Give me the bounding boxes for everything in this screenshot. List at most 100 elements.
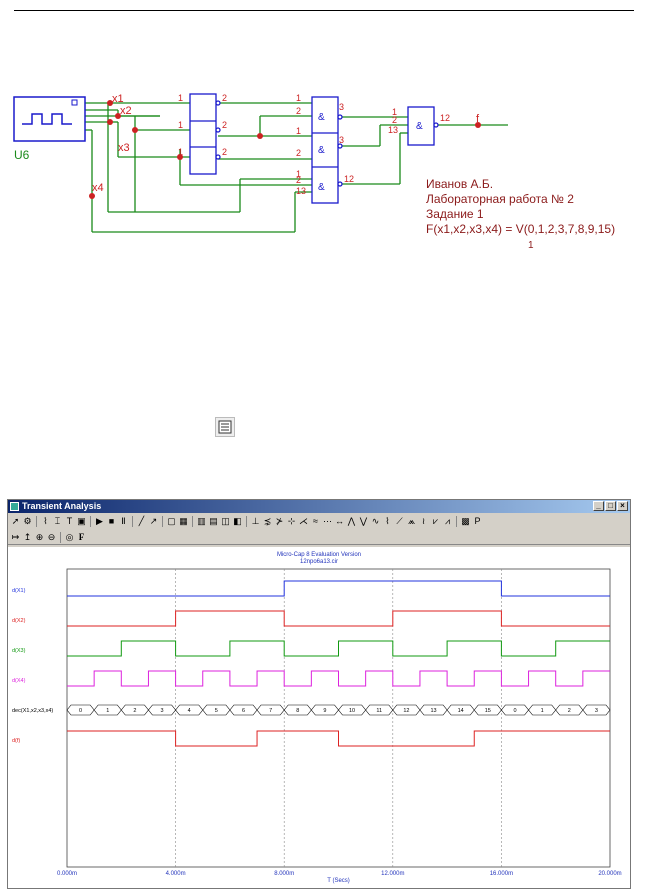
x-tick-label: 8.000m: [274, 871, 294, 877]
frame-icon[interactable]: ▢: [167, 516, 176, 526]
cursor-icon-5[interactable]: ⋌: [299, 516, 308, 526]
svg-text:3: 3: [339, 102, 344, 112]
stop-icon[interactable]: ■: [108, 516, 115, 526]
layout-icon-1[interactable]: ▥: [197, 516, 206, 526]
svg-text:&: &: [318, 112, 325, 123]
zoom-out-icon[interactable]: ⊖: [47, 531, 56, 542]
svg-text:1: 1: [392, 107, 397, 117]
cursor-icon-7[interactable]: ⋯: [323, 516, 332, 526]
svg-text:1: 1: [296, 126, 301, 136]
bus-value: 4: [188, 708, 191, 714]
wave-icon-1[interactable]: ∿: [371, 516, 380, 526]
bus-value: 1: [106, 708, 109, 714]
peak-icon[interactable]: ⋀: [347, 516, 356, 526]
svg-text:2: 2: [296, 175, 301, 185]
zoom-in-icon[interactable]: ⊕: [35, 531, 44, 542]
y-axis-icon[interactable]: ↥: [23, 531, 32, 542]
wave-icon-2[interactable]: ⌇: [385, 516, 390, 526]
svg-text:1: 1: [178, 93, 183, 103]
main-toolbar: ➚ ⚙ ⌇ ⌶ T ▣ ▶ ■ Ⅱ ╱ ↗ ▢ ▦ ▥ ▤ ◫ ◧ ⊥ ⋨ ⊁ …: [8, 514, 630, 529]
pause-icon[interactable]: Ⅱ: [121, 516, 126, 526]
svg-text:&: &: [318, 182, 325, 193]
line-tool-icon[interactable]: ╱: [138, 516, 145, 526]
bus-value: 12: [403, 708, 409, 714]
net-label-x3: x3: [118, 142, 130, 154]
svg-text:1: 1: [296, 93, 301, 103]
author-name: Иванов А.Б.: [426, 177, 493, 191]
x-axis-icon[interactable]: ↦: [11, 531, 20, 542]
trace-waveform: [67, 670, 610, 687]
cursor-mode-icon[interactable]: ⌶: [54, 516, 61, 526]
plot-file: 12npo6a13.cir: [300, 559, 338, 565]
task-number: Задание 1: [426, 207, 484, 221]
function-formula: F(x1,x2,x3,x4) = V(0,1,2,3,7,8,9,15): [426, 222, 615, 236]
bus-value: 6: [242, 708, 245, 714]
properties-icon[interactable]: P: [474, 516, 481, 526]
x-tick-label: 12.000m: [381, 871, 404, 877]
secondary-toolbar: ↦ ↥ ⊕ ⊖ ◎ F: [8, 530, 630, 545]
hill-icon-2[interactable]: ⩘: [444, 516, 451, 526]
bus-value: 3: [160, 708, 163, 714]
hill-icon-1[interactable]: ⩗: [432, 516, 439, 526]
bus-value: 14: [458, 708, 464, 714]
bus-value: 15: [485, 708, 491, 714]
svg-text:2: 2: [222, 120, 227, 130]
bus-value: 2: [133, 708, 136, 714]
bus-value: 2: [568, 708, 571, 714]
svg-text:2: 2: [222, 93, 227, 103]
run-icon[interactable]: ▶: [96, 516, 103, 526]
waveform-plot[interactable]: Micro-Cap 8 Evaluation Version 12npo6a13…: [8, 547, 630, 888]
arrow-tool-icon[interactable]: ↗: [149, 516, 158, 526]
layout-icon-2[interactable]: ▤: [209, 516, 218, 526]
formula-subscript: 1: [528, 240, 534, 251]
net-label-x2: x2: [120, 105, 132, 117]
save-icon[interactable]: ▣: [77, 516, 86, 526]
svg-text:2: 2: [392, 115, 397, 125]
find-icon[interactable]: ◎: [65, 531, 74, 542]
cursor-icon-3[interactable]: ⊁: [275, 516, 284, 526]
cursor-icon-8[interactable]: ↔: [335, 516, 344, 526]
peak-icon-2[interactable]: ⩕: [407, 516, 416, 526]
trace-label: d(X1): [12, 588, 26, 594]
bus-value: 3: [595, 708, 598, 714]
pointer-icon[interactable]: ➚: [11, 516, 20, 526]
bus-value: 10: [349, 708, 355, 714]
svg-text:13: 13: [296, 186, 306, 196]
window-title-bar[interactable]: Transient Analysis _ □ ×: [8, 500, 630, 513]
slope-icon[interactable]: ⟋: [396, 516, 403, 526]
trace-waveform: [67, 730, 610, 747]
scale-icon[interactable]: ⚙: [23, 516, 32, 526]
app-icon: [10, 502, 19, 511]
zoom-tool-icon[interactable]: ⌇: [43, 516, 48, 526]
grid-icon[interactable]: ▦: [179, 516, 188, 526]
text-tool-icon[interactable]: T: [66, 516, 73, 526]
trace-label: d(X4): [12, 678, 26, 684]
cursor-icon-2[interactable]: ⋨: [263, 516, 272, 526]
cursor-icon-1[interactable]: ⊥: [251, 516, 260, 526]
bus-value: 5: [215, 708, 218, 714]
bus-value: 0: [79, 708, 82, 714]
svg-text:1: 1: [296, 169, 301, 179]
layout-icon-4[interactable]: ◧: [233, 516, 242, 526]
layout-icon-3[interactable]: ◫: [221, 516, 230, 526]
svg-text:3: 3: [339, 135, 344, 145]
maximize-button[interactable]: □: [605, 501, 616, 511]
cursor-icon-6[interactable]: ≈: [313, 516, 318, 526]
wave-icon-3[interactable]: ≀: [421, 516, 426, 526]
minimize-button[interactable]: _: [593, 501, 604, 511]
close-button[interactable]: ×: [617, 501, 628, 511]
transient-analysis-window: Transient Analysis _ □ × ➚ ⚙ ⌇ ⌶ T ▣ ▶ ■…: [7, 499, 631, 889]
cursor-icon-4[interactable]: ⊹: [287, 516, 296, 526]
table-icon[interactable]: ▩: [461, 516, 470, 526]
trace-waveform: [67, 580, 610, 597]
trace-label: d(X3): [12, 648, 26, 654]
x-tick-label: 0.000m: [57, 871, 77, 877]
plot-frame: [66, 568, 611, 868]
x-tick-label: 20.000m: [598, 871, 621, 877]
probe-toolbar-icon[interactable]: [215, 417, 235, 437]
waveform-svg: Micro-Cap 8 Evaluation Version 12npo6a13…: [12, 552, 622, 884]
font-icon[interactable]: F: [78, 531, 85, 542]
trace-waveform: [67, 610, 610, 627]
bus-segment: [582, 704, 611, 716]
valley-icon[interactable]: ⋁: [359, 516, 368, 526]
